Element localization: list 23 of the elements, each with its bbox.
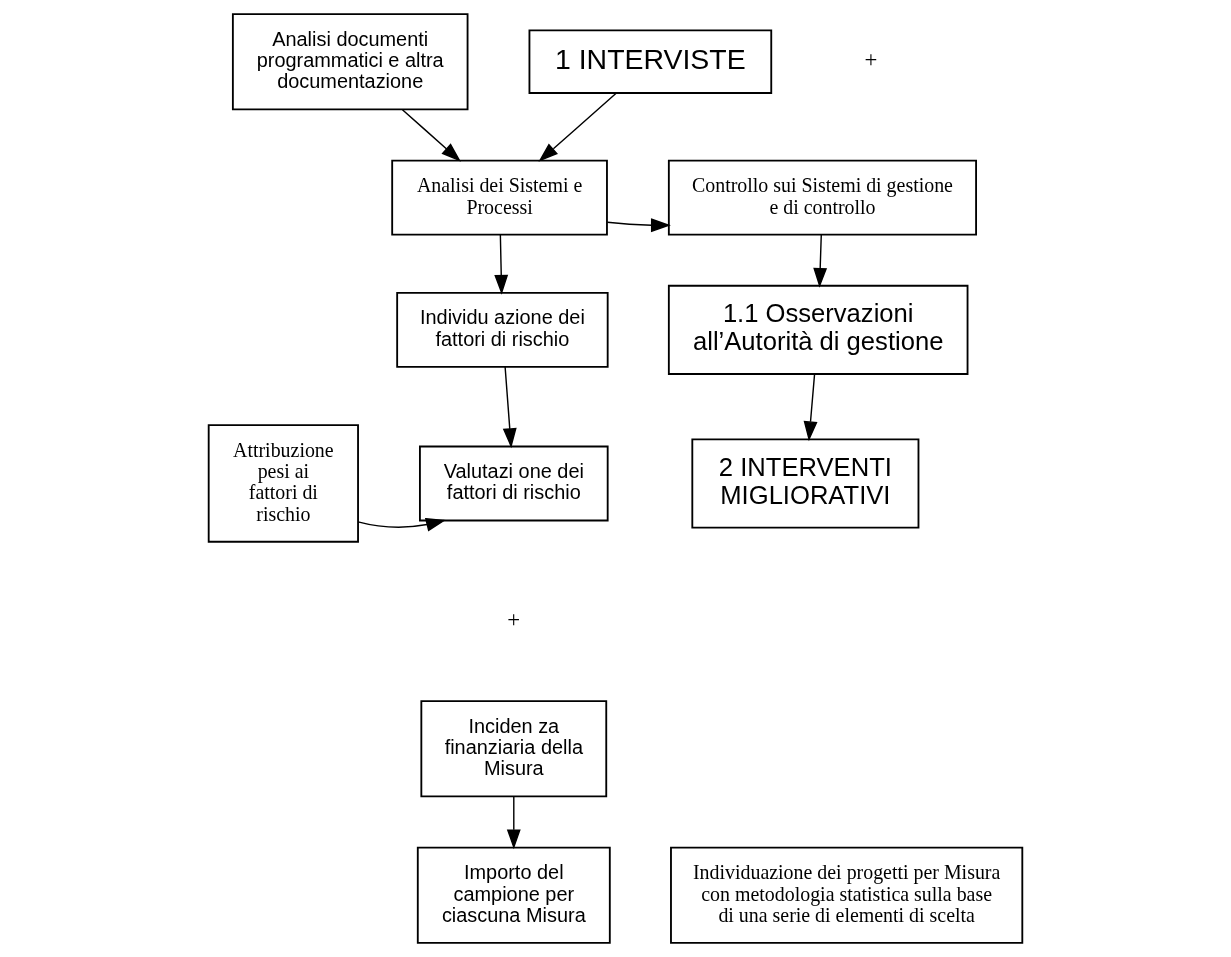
node-box: Individuazione dei progetti per Misura con metodologia statistica sulla base di una serie di elementi di scelta [670,846,1024,944]
node-box: Importo del campione per ciascuna Misura [416,846,611,944]
arrow [606,218,671,233]
arrow [506,795,521,850]
node-box: Individu azione dei fattori di rischio [396,291,609,368]
arrow [813,234,828,288]
arrow [502,366,517,449]
node-box: Controllo sui Sistemi di gestione e di controllo [667,159,977,236]
label: + [864,47,878,73]
arrow [803,373,818,442]
node-box: Valutazi one dei fattori di rischio [419,445,609,522]
node-box: Inciden za finanziaria della Misura [420,700,608,798]
node-box: 1 INTERVISTE [528,29,773,94]
node-box: 1.1 Osservazioni all’Autorità di gestione [667,284,969,375]
arrow [538,92,617,162]
arrow [401,108,461,162]
node-box: Analisi documenti programmatici e altra documentazione [231,13,469,111]
arrow [357,517,446,532]
label: + [507,606,521,632]
node-box: Analisi dei Sistemi e Processi [391,159,608,236]
node-box: 2 INTERVENTI MIGLIORATIVI [691,438,920,529]
arrow [494,234,509,295]
node-box: Attribuzione pesi ai fattori di rischio [207,424,359,543]
